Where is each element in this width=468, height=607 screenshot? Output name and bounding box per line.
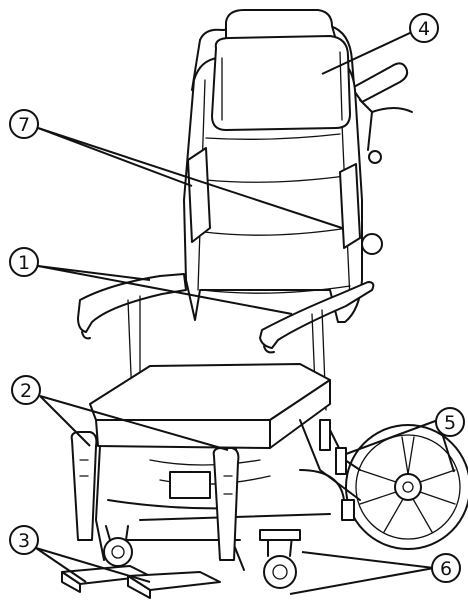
rear-wheel bbox=[345, 424, 468, 550]
callout-3: 3 bbox=[9, 525, 39, 555]
callout-1-label: 1 bbox=[18, 252, 30, 274]
callout-7-label: 7 bbox=[18, 114, 30, 136]
callout-4: 4 bbox=[409, 13, 439, 43]
callout-2-label: 2 bbox=[20, 380, 32, 402]
front-casters bbox=[103, 525, 301, 589]
callout-3-label: 3 bbox=[18, 530, 30, 552]
legrests bbox=[70, 431, 240, 561]
lateral-pads bbox=[187, 147, 383, 255]
callout-5-label: 5 bbox=[444, 412, 456, 434]
callout-6: 6 bbox=[431, 553, 461, 583]
seat bbox=[89, 363, 331, 449]
callout-5: 5 bbox=[435, 407, 465, 437]
callout-4-label: 4 bbox=[418, 18, 430, 40]
leader-lines bbox=[35, 31, 455, 595]
callout-6-label: 6 bbox=[440, 558, 452, 580]
callout-2: 2 bbox=[11, 375, 41, 405]
callout-1: 1 bbox=[9, 247, 39, 277]
callout-7: 7 bbox=[9, 109, 39, 139]
footplates bbox=[61, 565, 221, 599]
headrest bbox=[211, 9, 351, 131]
